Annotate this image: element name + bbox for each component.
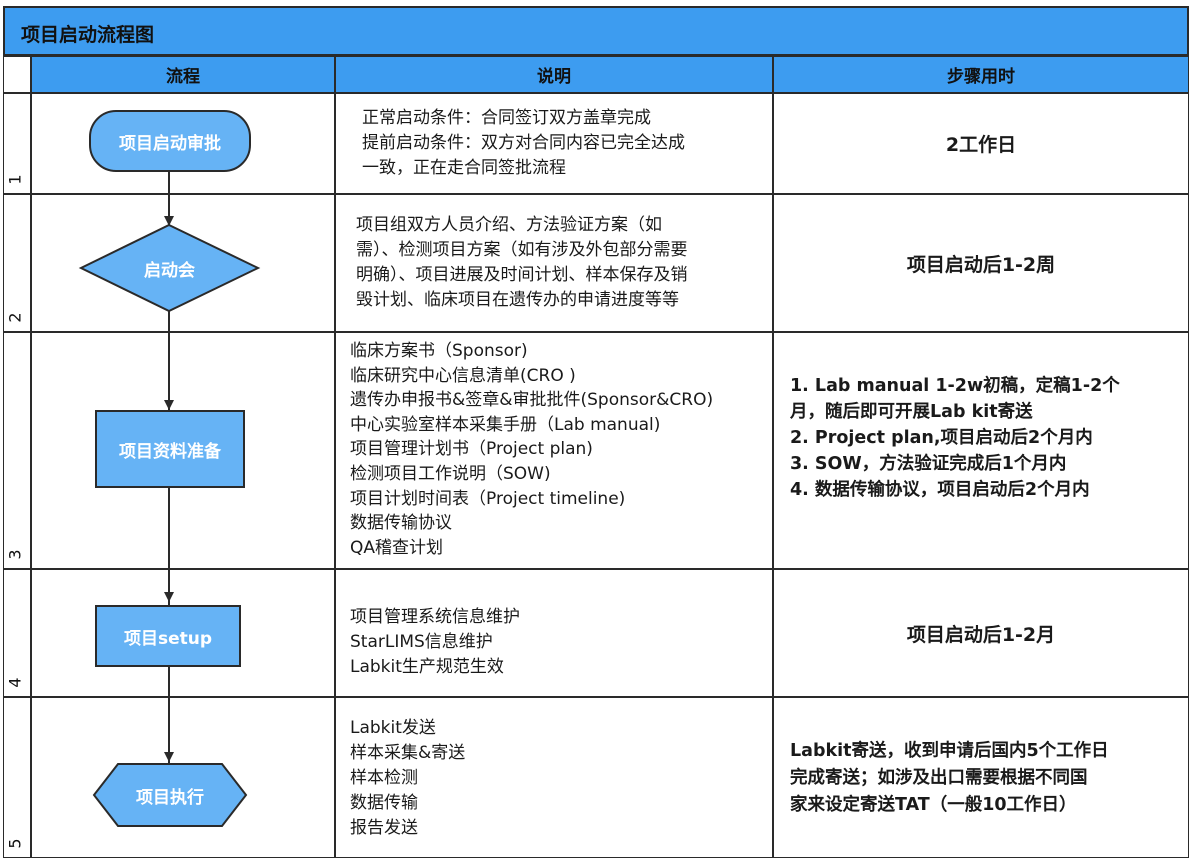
step-label: 启动会 [144,260,195,281]
desc-line: 临床研究中心信息清单(CRO ) [350,365,576,386]
step-duration: 项目启动后1-2月 [906,623,1056,646]
row-num-cell: 2 [3,194,31,332]
time-cell: 项目启动后1-2月 [773,569,1189,697]
header-time: 步骤用时 [773,56,1189,93]
duration-line: 家来设定寄送TAT（一般10工作日） [790,795,1077,815]
desc-line: 项目管理系统信息维护 [350,607,520,627]
time-cell: Labkit寄送，收到申请后国内5个工作日 完成寄送；如涉及出口需要根据不同国 … [773,697,1189,858]
duration-line: Labkit寄送，收到申请后国内5个工作日 [790,741,1109,761]
header-desc: 说明 [335,56,773,93]
time-cell: 2工作日 [773,93,1189,194]
desc-cell: 项目组双方人员介绍、方法验证方案（如 需）、检测项目方案（如有涉及外包部分需要 … [335,194,773,332]
step-duration: 2工作日 [945,134,1017,156]
desc-line: 检测项目工作说明（SOW) [350,463,551,484]
desc-line: 项目计划时间表（Project timeline) [350,488,626,509]
desc-line: 遗传办申报书&签章&审批批件(Sponsor&CRO) [350,390,714,411]
row-number: 4 [5,677,25,688]
row-num-cell: 5 [3,697,31,858]
duration-line: 月，随后即可开展Lab kit寄送 [790,402,1033,422]
row-number: 2 [5,312,25,323]
desc-line: 提前启动条件：双方对合同内容已完全达成 [362,133,685,153]
desc-cell: 正常启动条件：合同签订双方盖章完成 提前启动条件：双方对合同内容已完全达成 一致… [335,93,773,194]
desc-line: 明确）、项目进展及时间计划、样本保存及销 [356,265,688,285]
time-cell: 1. Lab manual 1-2w初稿，定稿1-2个 月，随后即可开展Lab … [773,332,1189,569]
step-label: 项目资料准备 [119,441,221,462]
row-number: 1 [5,174,25,185]
time-cell: 项目启动后1-2周 [773,194,1189,332]
desc-line: StarLIMS信息维护 [350,632,493,652]
desc-line: 数据传输 [350,793,418,813]
desc-line: Labkit发送 [350,718,436,738]
desc-cell: 项目管理系统信息维护 StarLIMS信息维护 Labkit生产规范生效 [335,569,773,697]
duration-line: 3. SOW，方法验证完成后1个月内 [790,454,1067,474]
row-num-cell: 3 [3,332,31,569]
desc-line: 项目管理计划书（Project plan) [350,439,593,460]
step-label: 项目setup [123,628,213,649]
desc-text: 项目管理系统信息维护 StarLIMS信息维护 Labkit生产规范生效 [350,605,520,680]
desc-line: 临床方案书（Sponsor) [350,341,528,361]
desc-text: 临床方案书（Sponsor) 临床研究中心信息清单(CRO ) 遗传办申报书&签… [350,339,713,560]
duration-line: 2. Project plan,项目启动后2个月内 [790,428,1093,448]
step-duration-list: 1. Lab manual 1-2w初稿，定稿1-2个 月，随后即可开展Lab … [790,373,1120,503]
step-duration-list: Labkit寄送，收到申请后国内5个工作日 完成寄送；如涉及出口需要根据不同国 … [790,738,1109,819]
desc-line: 毁计划、临床项目在遗传办的申请进度等等 [356,290,679,310]
row-num-cell: 4 [3,569,31,697]
desc-text: Labkit发送 样本采集&寄送 样本检测 数据传输 报告发送 [350,716,465,841]
duration-line: 4. 数据传输协议，项目启动后2个月内 [790,480,1090,500]
desc-cell: 临床方案书（Sponsor) 临床研究中心信息清单(CRO ) 遗传办申报书&签… [335,332,773,569]
desc-text: 正常启动条件：合同签订双方盖章完成 提前启动条件：双方对合同内容已完全达成 一致… [362,106,685,181]
desc-line: 数据传输协议 [350,513,452,534]
desc-line: 需）、检测项目方案（如有涉及外包部分需要 [356,240,688,260]
desc-line: 中心实验室样本采集手册（Lab manual) [350,414,661,435]
desc-text: 项目组双方人员介绍、方法验证方案（如 需）、检测项目方案（如有涉及外包部分需要 … [356,213,688,313]
duration-line: 完成寄送；如涉及出口需要根据不同国 [790,768,1088,788]
desc-line: 样本采集&寄送 [350,743,466,763]
desc-line: QA稽查计划 [350,537,444,558]
step-label: 项目执行 [136,787,204,808]
step-label: 项目启动审批 [119,133,221,154]
desc-cell: Labkit发送 样本采集&寄送 样本检测 数据传输 报告发送 [335,697,773,858]
desc-line: Labkit生产规范生效 [350,657,504,677]
header-flow: 流程 [31,56,335,93]
header-num-cell [3,56,31,93]
title-bar: 项目启动流程图 [3,6,1189,56]
row-number: 5 [5,838,25,849]
desc-line: 正常启动条件：合同签订双方盖章完成 [362,108,651,128]
row-number: 3 [5,549,25,560]
desc-line: 项目组双方人员介绍、方法验证方案（如 [356,215,662,235]
desc-line: 一致，正在走合同签批流程 [362,158,566,178]
page-title: 项目启动流程图 [21,24,155,46]
duration-line: 1. Lab manual 1-2w初稿，定稿1-2个 [790,376,1120,396]
row-num-cell: 1 [3,93,31,194]
desc-line: 样本检测 [350,768,418,788]
step-duration: 项目启动后1-2周 [906,253,1056,276]
desc-line: 报告发送 [350,818,418,838]
